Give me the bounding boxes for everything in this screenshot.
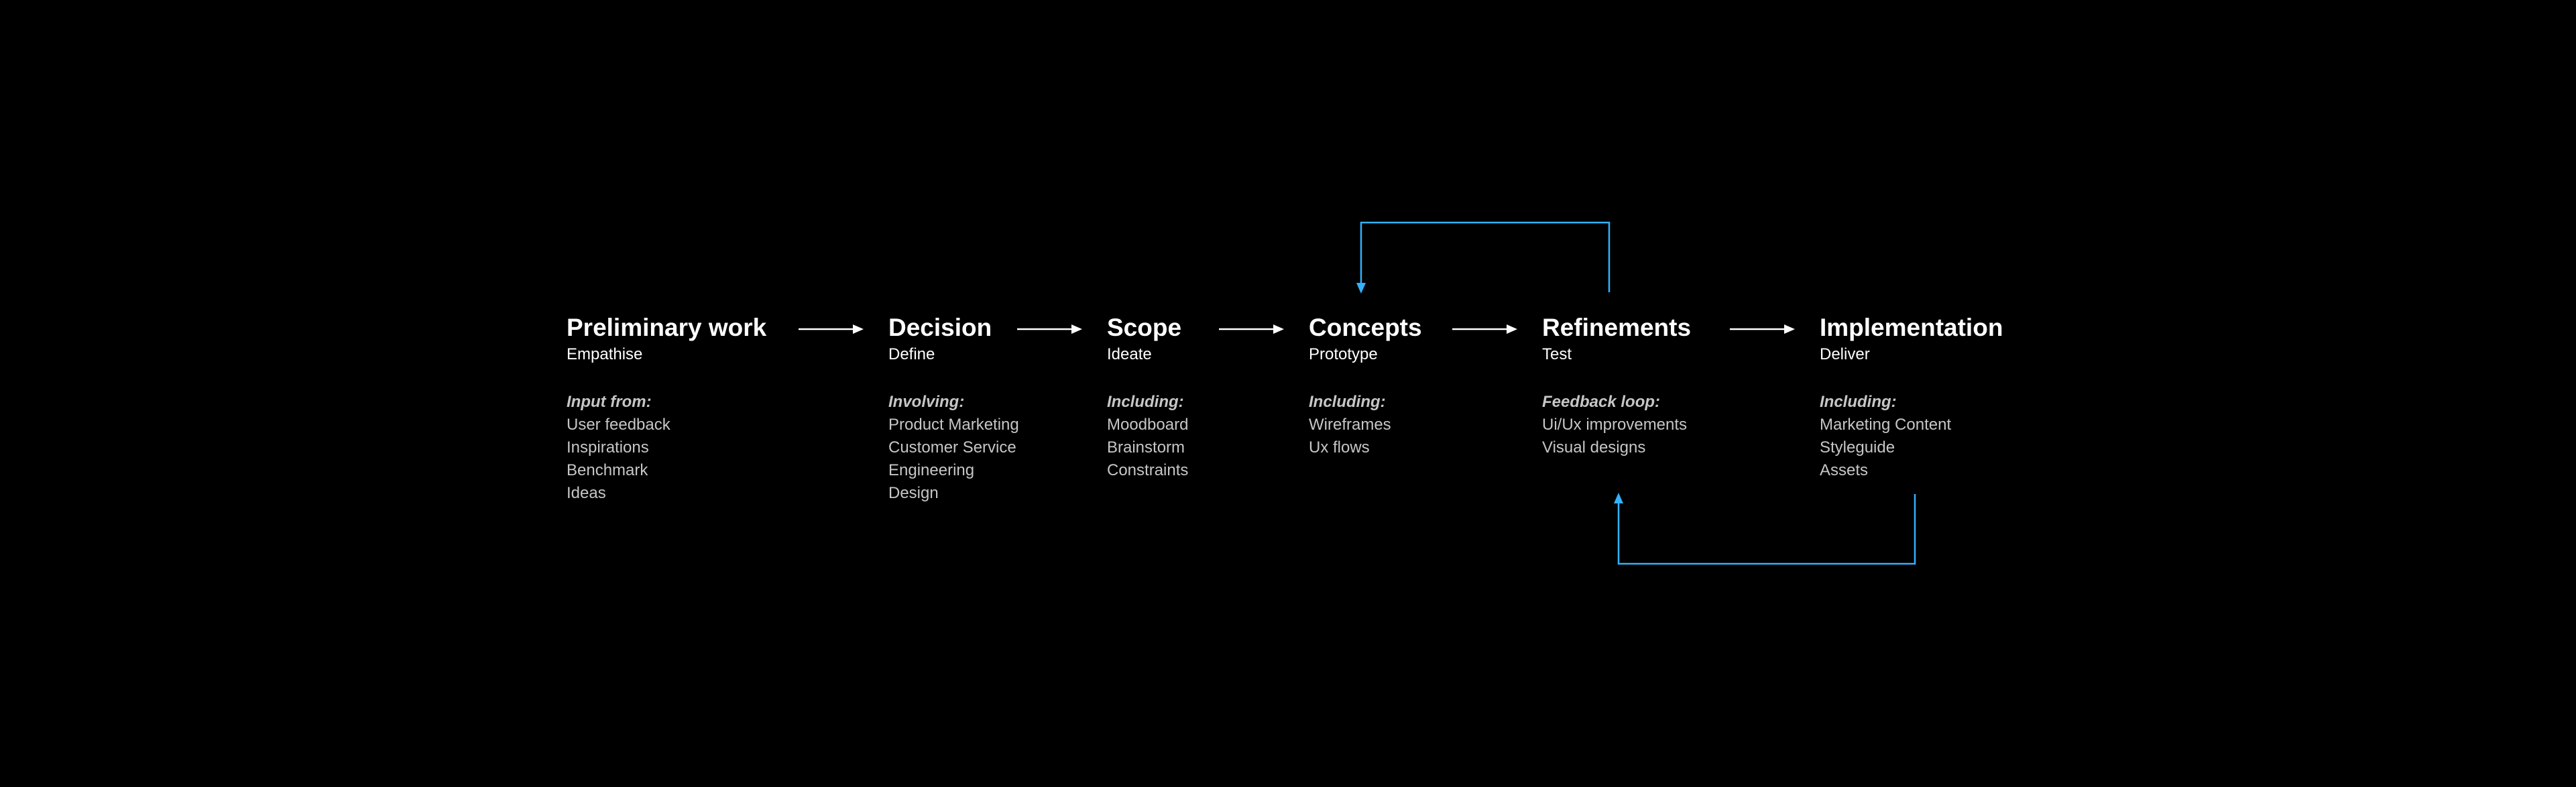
stage-refinements: Refinements Test Feedback loop: Ui/Ux im…: [1542, 312, 1691, 459]
arrow-right-icon: [1219, 324, 1284, 334]
list-item: Constraints: [1107, 461, 1189, 479]
stage-list: User feedback Inspirations Benchmark Ide…: [567, 414, 766, 505]
stage-subtitle: Ideate: [1107, 345, 1152, 363]
stage-list-heading: Including:: [1820, 393, 1897, 411]
list-item: Ux flows: [1309, 438, 1370, 457]
stage-title: Scope: [1107, 314, 1182, 341]
stage-title: Implementation: [1820, 314, 2003, 341]
loop-arrow-icon: [1356, 221, 1611, 294]
stage-list-heading: Including:: [1107, 393, 1184, 411]
stage-title: Refinements: [1542, 314, 1692, 341]
list-item: Design: [888, 484, 939, 502]
arrow-right-icon: [799, 324, 864, 334]
stage-subtitle: Empathise: [567, 345, 643, 363]
stage-subtitle: Test: [1542, 345, 1572, 363]
list-item: Brainstorm: [1107, 438, 1185, 457]
list-item: Ideas: [567, 484, 606, 502]
list-item: Moodboard: [1107, 416, 1189, 434]
stage-list: Product Marketing Customer Service Engin…: [888, 414, 1019, 505]
stage-subtitle: Define: [888, 345, 935, 363]
list-item: Visual designs: [1542, 438, 1646, 457]
arrow-right-icon: [1730, 324, 1795, 334]
list-item: Inspirations: [567, 438, 649, 457]
stage-title: Decision: [888, 314, 992, 341]
list-item: Styleguide: [1820, 438, 1895, 457]
list-item: Customer Service: [888, 438, 1016, 457]
stage-list: Ui/Ux improvements Visual designs: [1542, 414, 1691, 459]
stage-list-heading: Feedback loop:: [1542, 393, 1661, 411]
stage-subtitle: Deliver: [1820, 345, 1870, 363]
stage-decision: Decision Define Involving: Product Marke…: [888, 312, 1019, 505]
list-item: Marketing Content: [1820, 416, 1952, 434]
stage-title: Concepts: [1309, 314, 1422, 341]
list-item: Ui/Ux improvements: [1542, 416, 1688, 434]
list-item: Assets: [1820, 461, 1869, 479]
stage-list: Moodboard Brainstorm Constraints: [1107, 414, 1188, 482]
stage-preliminary-work: Preliminary work Empathise Input from: U…: [567, 312, 766, 505]
stage-list-heading: Input from:: [567, 393, 652, 411]
loop-arrow-icon: [1614, 493, 1916, 565]
arrow-right-icon: [1452, 324, 1517, 334]
stage-subtitle: Prototype: [1309, 345, 1378, 363]
stage-scope: Scope Ideate Including: Moodboard Brains…: [1107, 312, 1188, 482]
stage-title: Preliminary work: [567, 314, 767, 341]
stage-concepts: Concepts Prototype Including: Wireframes…: [1309, 312, 1422, 459]
list-item: Wireframes: [1309, 416, 1391, 434]
list-item: Benchmark: [567, 461, 648, 479]
list-item: User feedback: [567, 416, 670, 434]
stage-list: Marketing Content Styleguide Assets: [1820, 414, 2003, 482]
stage-list: Wireframes Ux flows: [1309, 414, 1422, 459]
stage-list-heading: Involving:: [888, 393, 965, 411]
stage-list-heading: Including:: [1309, 393, 1386, 411]
stage-implementation: Implementation Deliver Including: Market…: [1820, 312, 2003, 482]
arrow-right-icon: [1017, 324, 1082, 334]
list-item: Product Marketing: [888, 416, 1019, 434]
list-item: Engineering: [888, 461, 975, 479]
